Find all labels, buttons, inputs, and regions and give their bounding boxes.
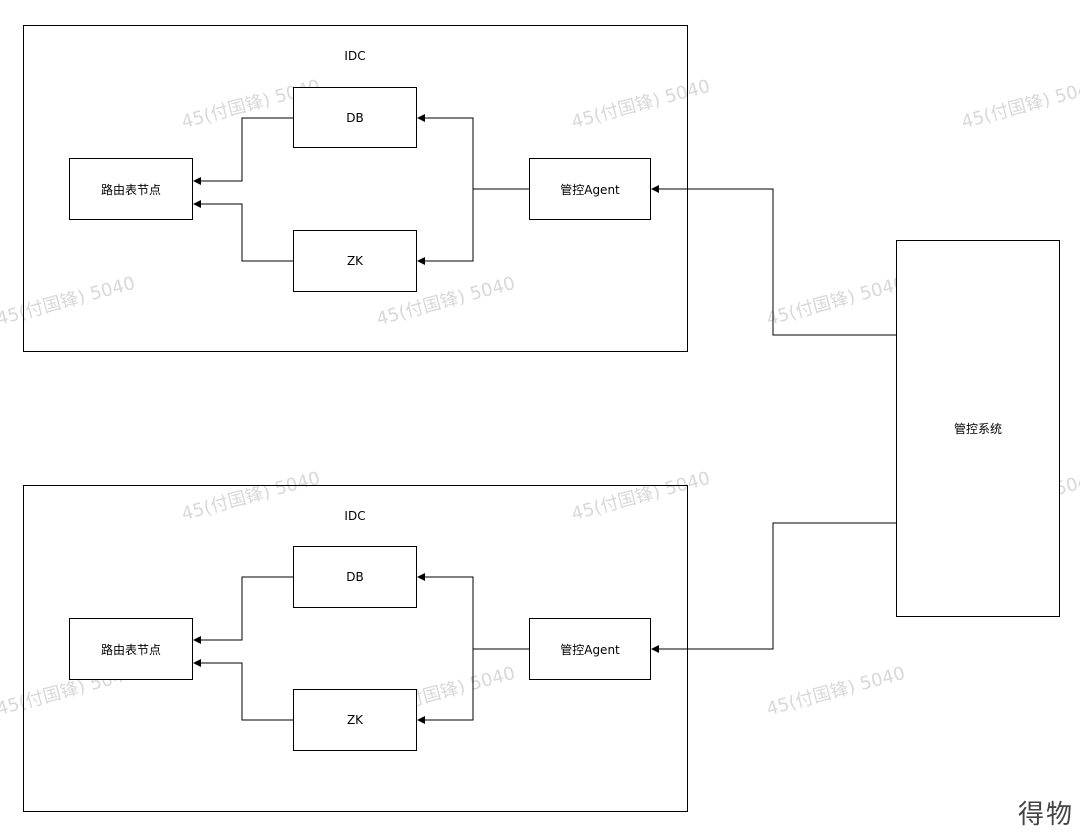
route-table-node-bottom: 路由表节点 — [69, 618, 193, 680]
arrow-agent-to-db-top — [417, 114, 529, 190]
zk-node-bottom: ZK — [293, 689, 417, 751]
arrow-system-to-agent-bottom — [651, 522, 896, 653]
zk-node-top: ZK — [293, 230, 417, 292]
arrow-system-to-agent-top — [651, 185, 896, 336]
idc-title-top: IDC — [344, 49, 366, 63]
idc-title-bottom: IDC — [344, 509, 366, 523]
arrow-agent-to-db-bottom — [417, 573, 529, 650]
arrow-db-to-route-bottom — [193, 576, 293, 644]
arrow-agent-to-zk-top — [417, 189, 474, 265]
route-table-node-top: 路由表节点 — [69, 158, 193, 220]
arrow-agent-to-zk-bottom — [417, 649, 474, 724]
control-agent-bottom: 管控Agent — [529, 618, 651, 680]
db-node-bottom: DB — [293, 546, 417, 608]
control-agent-top: 管控Agent — [529, 158, 651, 220]
arrow-zk-to-route-bottom — [193, 659, 293, 721]
control-system-node: 管控系统 — [896, 240, 1060, 617]
db-node-top: DB — [293, 87, 417, 148]
brand-watermark: 得物 — [1017, 800, 1074, 830]
arrow-zk-to-route-top — [193, 200, 293, 262]
arrow-db-to-route-top — [193, 117, 293, 185]
